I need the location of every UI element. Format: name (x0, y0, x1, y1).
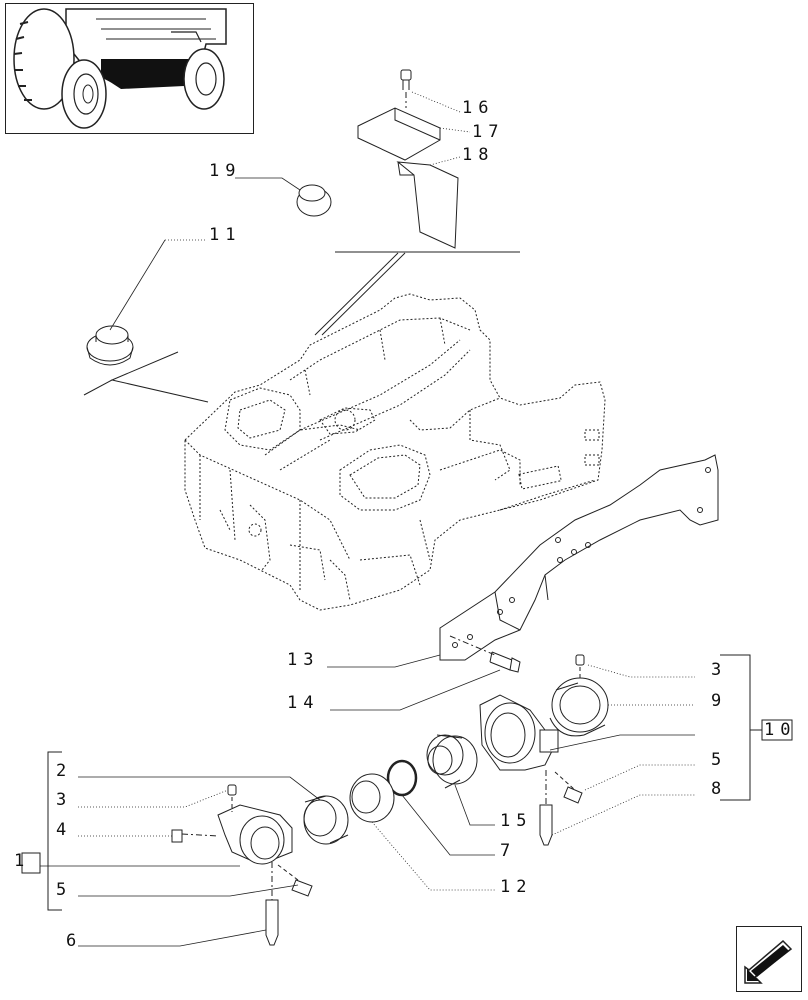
callout-17: 17 (472, 122, 505, 142)
support-arm-plate (439, 454, 719, 673)
callout-18: 18 (462, 145, 495, 165)
callout-3-right: 3 (711, 660, 728, 680)
leader-lines (22, 91, 695, 947)
plug-part-11 (86, 325, 134, 366)
ring-part-15 (426, 734, 478, 789)
callout-6: 6 (66, 931, 83, 951)
plate-bracket-assembly (357, 69, 459, 249)
callout-3-left: 3 (56, 790, 73, 810)
support-part-10 (479, 694, 583, 846)
callout-8: 8 (711, 779, 728, 799)
callout-4: 4 (56, 820, 73, 840)
cap-part-19 (296, 184, 332, 217)
callout-5-right: 5 (711, 750, 728, 770)
callout-15: 15 (500, 811, 533, 831)
callout-1: 1 (14, 851, 31, 871)
tractor-icon (13, 8, 227, 129)
callout-5-left: 5 (56, 880, 73, 900)
tractor-location-thumbnail (5, 3, 254, 134)
next-page-arrow-icon (744, 939, 793, 984)
callout-10: 10 (764, 720, 797, 740)
support-part-1 (171, 784, 313, 946)
callout-2: 2 (56, 761, 73, 781)
callout-9: 9 (711, 691, 728, 711)
bush-part-9 (549, 654, 609, 737)
front-support-casting (184, 293, 606, 611)
callout-11: 11 (209, 225, 242, 245)
callout-19: 19 (209, 161, 242, 181)
next-page-button[interactable] (736, 926, 802, 992)
callout-14: 14 (287, 693, 320, 713)
callout-12: 12 (500, 877, 533, 897)
callout-13: 13 (287, 650, 320, 670)
callout-7: 7 (500, 841, 517, 861)
callout-16: 16 (462, 98, 495, 118)
